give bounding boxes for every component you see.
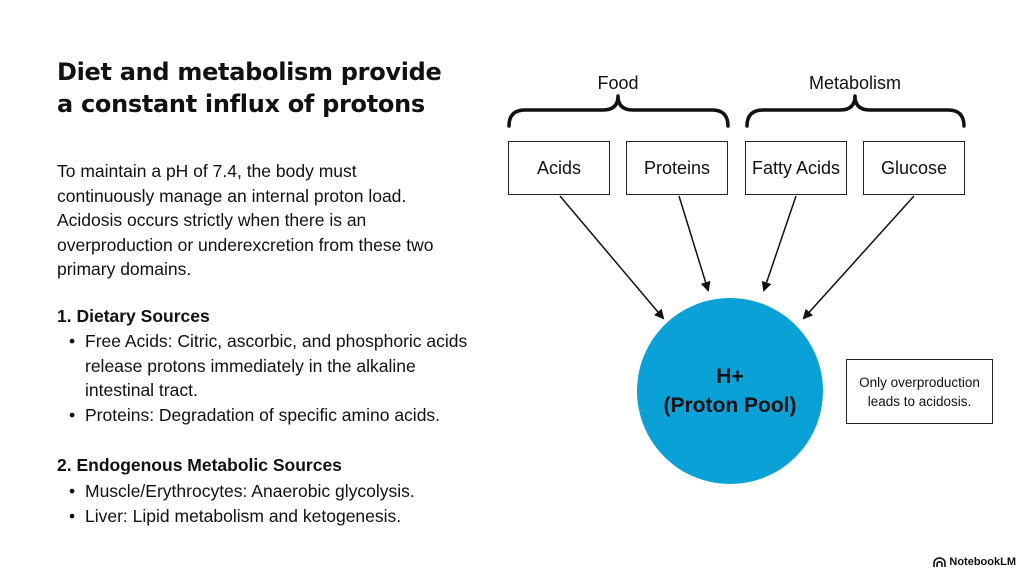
- metabolic-sources-heading: 2. Endogenous Metabolic Sources: [57, 455, 342, 475]
- acidosis-note: Only overproduction leads to acidosis.: [846, 359, 993, 424]
- metabolic-sources-list: • Muscle/Erythrocytes: Anaerobic glycolys…: [57, 479, 487, 528]
- food-group-label: Food: [597, 73, 639, 93]
- list-item: • Liver: Lipid metabolism and ketogenesis…: [57, 504, 487, 529]
- proton-pool-label: (Proton Pool): [663, 394, 797, 417]
- food-brace: [507, 94, 730, 128]
- metabolism-brace: [745, 94, 966, 128]
- dietary-sources-list: • Free Acids: Citric, ascorbic, and phosp…: [57, 329, 487, 427]
- title-line-1: Diet and metabolism provide: [57, 58, 442, 86]
- bullet-icon: •: [69, 404, 76, 425]
- title-line-2: a constant influx of protons: [57, 90, 425, 118]
- list-item: • Free Acids: Citric, ascorbic, and phosp…: [57, 329, 487, 403]
- proton-pool: H+ (Proton Pool): [637, 298, 823, 484]
- glucose-node: Glucose: [863, 141, 965, 195]
- list-item: • Muscle/Erythrocytes: Anaerobic glycolys…: [57, 479, 487, 504]
- arrow-glucose-to-pool: [802, 195, 915, 320]
- bullet-text: Muscle/Erythrocytes: Anaerobic glycolysi…: [85, 481, 415, 501]
- bullet-icon: •: [69, 481, 76, 501]
- fatty-acids-node: Fatty Acids: [745, 141, 847, 195]
- proton-pool-symbol: H+: [716, 365, 744, 388]
- bullet-icon: •: [69, 505, 76, 526]
- arrow-fatty-acids-to-pool: [761, 195, 797, 292]
- dietary-sources-heading: 1. Dietary Sources: [57, 306, 210, 326]
- metabolism-group-label: Metabolism: [808, 73, 902, 93]
- watermark: NotebookLM: [933, 556, 1016, 568]
- acids-node: Acids: [508, 141, 610, 195]
- bullet-text: Liver: Lipid metabolism and ketogenesis.: [85, 505, 402, 526]
- watermark-text: NotebookLM: [949, 556, 1016, 568]
- arrow-proteins-to-pool: [678, 195, 711, 292]
- intro-paragraph: To maintain a pH of 7.4, the body must c…: [57, 161, 434, 279]
- proteins-node: Proteins: [626, 141, 728, 195]
- bullet-icon: •: [69, 331, 76, 351]
- list-item: • Proteins: Degradation of specific amino…: [57, 403, 487, 428]
- slide-title: Diet and metabolism provide a constant i…: [57, 56, 477, 120]
- bullet-text: Proteins: Degradation of specific amino …: [85, 404, 441, 425]
- bullet-text: Free Acids: Citric, ascorbic, and phosph…: [85, 331, 468, 400]
- notebooklm-logo-icon: [933, 556, 947, 567]
- arrow-acids-to-pool: [559, 195, 665, 320]
